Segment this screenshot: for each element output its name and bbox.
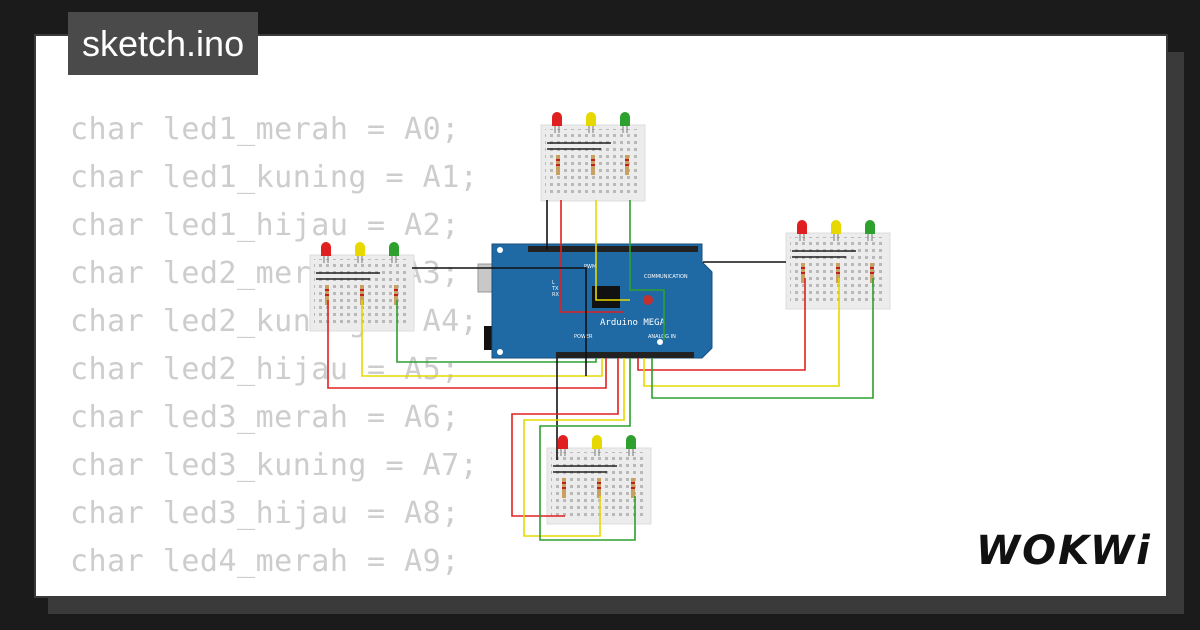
code-line: char led3_hijau = A8; bbox=[70, 496, 460, 531]
file-tab: sketch.ino bbox=[68, 12, 259, 75]
svg-text:RX: RX bbox=[552, 292, 559, 298]
svg-text:PWM: PWM bbox=[584, 264, 596, 270]
code-line: char led1_kuning = A1; bbox=[70, 160, 479, 195]
svg-text:POWER: POWER bbox=[574, 334, 593, 340]
svg-text:COMMUNICATION: COMMUNICATION bbox=[644, 274, 688, 280]
wires bbox=[327, 200, 874, 541]
code-line: char led1_hijau = A2; bbox=[70, 208, 460, 243]
code-line: char led1_merah = A0; bbox=[70, 112, 460, 147]
code-line: char led4_kuning = A10; bbox=[70, 586, 497, 596]
wokwi-logo: WOKWi bbox=[976, 528, 1152, 574]
svg-text:ANALOG IN: ANALOG IN bbox=[648, 334, 676, 340]
svg-text:TX: TX bbox=[551, 286, 559, 292]
breadboard-right bbox=[785, 219, 891, 310]
arduino-mega-board: Arduino MEGA POWER ANALOG IN PWM COMMUNI… bbox=[477, 243, 713, 359]
breadboard-top bbox=[540, 111, 646, 202]
code-line: char led4_merah = A9; bbox=[70, 544, 460, 579]
svg-text:L: L bbox=[552, 280, 555, 286]
code-line: char led3_kuning = A7; bbox=[70, 448, 479, 483]
svg-text:Arduino MEGA: Arduino MEGA bbox=[600, 318, 666, 328]
code-line: char led2_hijau = A5; bbox=[70, 352, 460, 387]
code-line: char led3_merah = A6; bbox=[70, 400, 460, 435]
